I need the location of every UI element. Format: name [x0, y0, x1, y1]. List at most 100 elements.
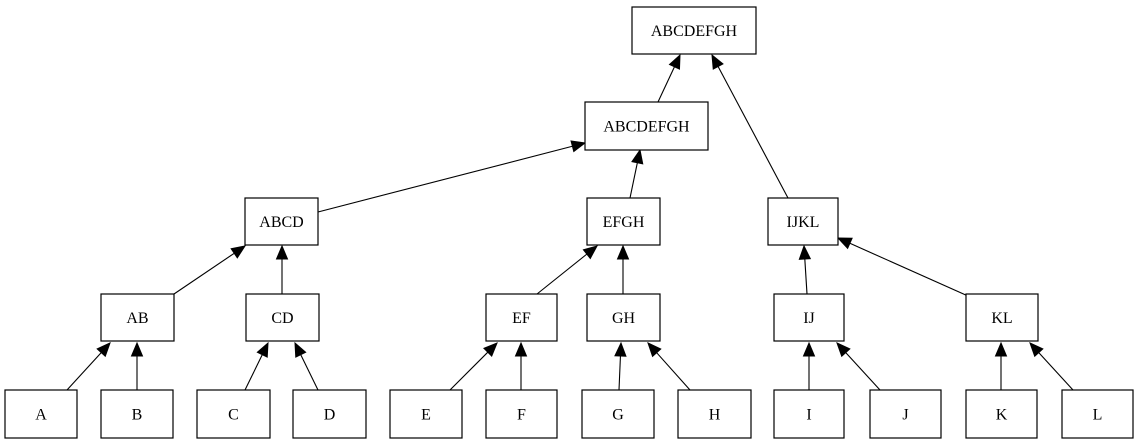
arrowhead-icon [994, 341, 1008, 357]
edge-e-to-ef [449, 342, 498, 391]
arrowhead-icon [668, 53, 681, 70]
node-box [1061, 389, 1134, 439]
edge-k-to-kl [994, 341, 1008, 390]
node-label: IJ [803, 310, 815, 327]
arrowhead-icon [256, 341, 269, 358]
edge-ij-to-ijkl [798, 244, 812, 295]
node-k: K [965, 389, 1038, 439]
node-label: G [612, 407, 624, 424]
node-box [586, 197, 661, 246]
node-label: A [35, 407, 47, 424]
edge-line [845, 352, 881, 391]
node-box [773, 389, 845, 439]
node-e: E [389, 389, 463, 439]
edge-line [66, 352, 102, 391]
node-cd: CD [245, 293, 320, 342]
node-label: AB [126, 310, 148, 327]
node-b: B [100, 389, 174, 439]
node-box [677, 389, 752, 439]
edge-line [1038, 352, 1074, 391]
edge-c-to-cd [244, 341, 269, 391]
node-abcdefgh: ABCDEFGH [584, 101, 709, 151]
edge-efgh-to-abcdefgh [629, 148, 644, 199]
node-label: EFGH [603, 214, 645, 231]
node-ab: AB [100, 293, 175, 342]
arrowhead-icon [483, 342, 498, 357]
node-box [869, 389, 942, 439]
edge-b-to-ab [130, 341, 144, 390]
arrowhead-icon [614, 341, 627, 357]
arrowhead-icon [130, 341, 144, 357]
node-box [767, 197, 839, 246]
edge-g-to-gh [614, 341, 627, 391]
node-d: D [292, 389, 367, 439]
arrowhead-icon [631, 148, 644, 165]
node-box [244, 197, 319, 246]
arrowhead-icon [1029, 342, 1044, 358]
node-box [581, 389, 655, 439]
arrowhead-icon [514, 341, 528, 357]
edge-cd-to-abcd [275, 244, 289, 294]
node-gh: GH [586, 293, 661, 342]
node-box [100, 293, 175, 342]
arrowhead-icon [230, 245, 247, 259]
node-f: F [485, 389, 558, 439]
node-label: L [1093, 407, 1103, 424]
node-abcd: ABCD [244, 197, 319, 246]
arrowhead-icon [570, 140, 587, 153]
node-box [965, 389, 1038, 439]
node-g: G [581, 389, 655, 439]
arrowhead-icon [798, 244, 812, 260]
edge-ef-to-efgh [536, 245, 599, 295]
edge-line [804, 258, 808, 295]
edge-line [449, 351, 489, 391]
edge-line [536, 253, 588, 295]
node-label: H [709, 407, 721, 424]
node-box [292, 389, 367, 439]
arrowhead-icon [647, 342, 662, 358]
node-label: EF [512, 310, 531, 327]
edge-line [173, 252, 235, 295]
arrowhead-icon [96, 342, 111, 358]
node-box [631, 6, 757, 55]
node-label: I [806, 407, 811, 424]
node-label: C [228, 407, 239, 424]
node-label: F [517, 407, 526, 424]
node-box [586, 293, 661, 342]
node-label: K [996, 407, 1008, 424]
edge-h-to-gh [647, 342, 691, 391]
node-ijkl: IJKL [767, 197, 839, 246]
edge-gh-to-efgh [616, 244, 630, 294]
node-label: B [132, 407, 143, 424]
node-box [485, 389, 558, 439]
node-ef: EF [485, 293, 558, 342]
arrowhead-icon [836, 237, 853, 250]
node-box [100, 389, 174, 439]
edge-line [618, 355, 621, 391]
edge-line [656, 352, 691, 391]
node-ij: IJ [773, 293, 845, 342]
edge-j-to-ij [836, 342, 881, 391]
node-root: ABCDEFGH [631, 6, 757, 55]
edge-d-to-cd [294, 341, 319, 391]
node-box [4, 389, 78, 439]
arrowhead-icon [582, 245, 599, 260]
node-box [584, 101, 709, 151]
edge-i-to-ij [802, 341, 816, 390]
node-label: ABCD [259, 214, 303, 231]
node-label: CD [271, 310, 293, 327]
node-l: L [1061, 389, 1134, 439]
edge-line [244, 354, 263, 391]
node-efgh: EFGH [586, 197, 661, 246]
node-label: GH [612, 310, 636, 327]
node-label: ABCDEFGH [651, 23, 738, 40]
node-label: ABCDEFGH [603, 119, 690, 136]
node-i: I [773, 389, 845, 439]
node-box [965, 293, 1039, 342]
arrowhead-icon [294, 341, 307, 358]
arrowhead-icon [711, 53, 724, 70]
node-box [245, 293, 320, 342]
edge-a-to-ab [66, 342, 111, 391]
